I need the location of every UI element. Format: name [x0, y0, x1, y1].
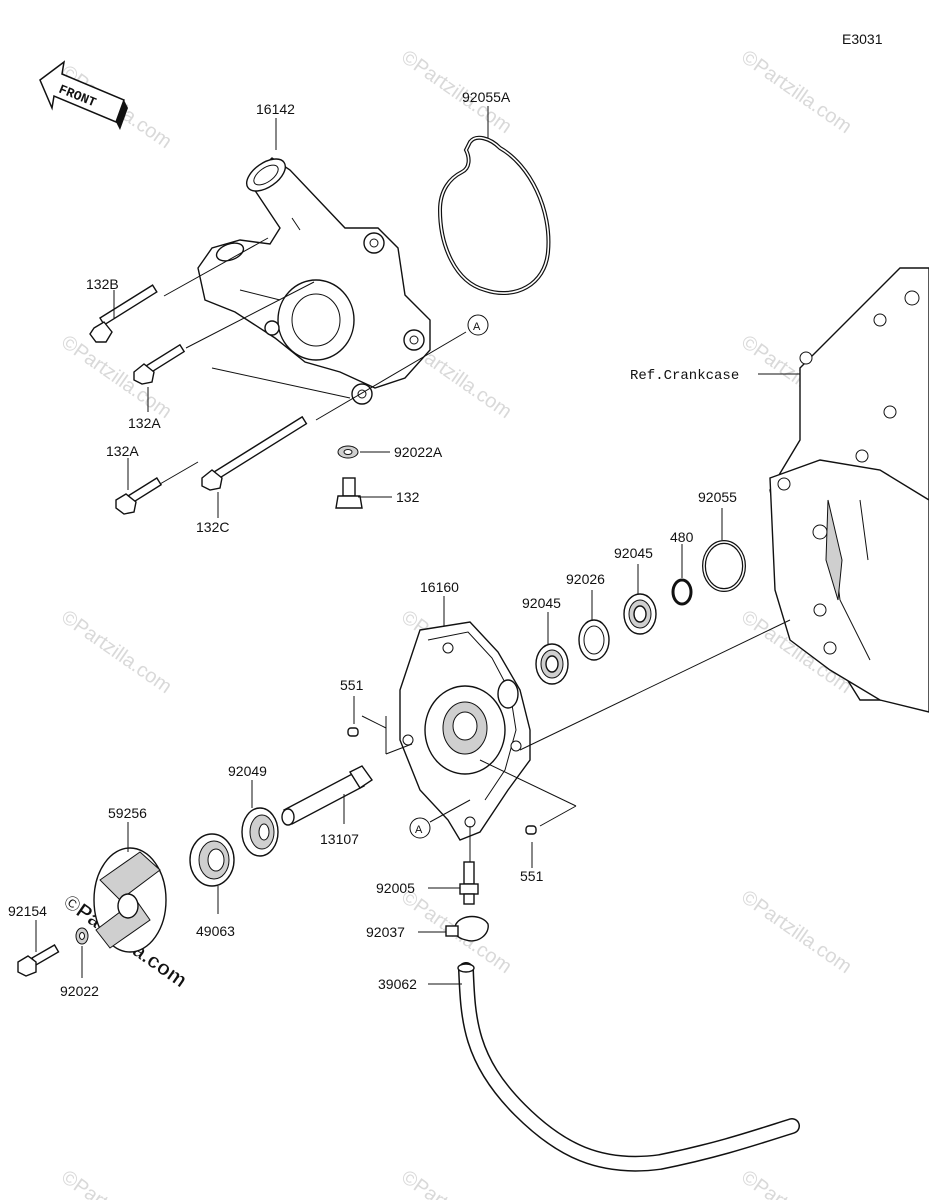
- callout-92055: 92055: [698, 489, 737, 505]
- watermark: ©Partzilla.com: [397, 1166, 515, 1200]
- callout-49063: 49063: [196, 923, 235, 939]
- callout-92037: 92037: [366, 924, 405, 940]
- svg-text:A: A: [415, 824, 423, 836]
- callout-480: 480: [670, 529, 694, 545]
- callout-92005: 92005: [376, 880, 415, 896]
- watermark-layer: ©Partzilla.com ©Partzilla.com ©Partzilla…: [57, 46, 855, 1200]
- bearing-92045-left: [535, 643, 569, 685]
- bolt-132: [335, 477, 363, 509]
- dowel-pin-551-upper: [347, 727, 359, 737]
- callout-39062: 39062: [378, 976, 417, 992]
- callout-59256: 59256: [108, 805, 147, 821]
- ref-marker-a-lower: A: [409, 817, 431, 839]
- front-arrow-icon: FRONT: [39, 60, 128, 130]
- watermark: ©Partzilla.com: [57, 1166, 175, 1200]
- leader-lines-lower: [35, 508, 791, 985]
- callout-551: 551: [520, 868, 544, 884]
- impeller-59256: [93, 847, 167, 953]
- callout-92022A: 92022A: [394, 444, 443, 460]
- callout-92045: 92045: [614, 545, 653, 561]
- seal-92026: [578, 619, 610, 661]
- bolt-92154: [17, 944, 60, 977]
- callout-92049: 92049: [228, 763, 267, 779]
- bolt-132C: [201, 415, 308, 491]
- hose-clamp-92037: [445, 915, 489, 942]
- leader-lines-upper: [113, 106, 489, 518]
- callout-92055A: 92055A: [462, 89, 511, 105]
- bolt-132A-lower: [115, 477, 163, 515]
- callout-132A: 132A: [128, 415, 161, 431]
- watermark: ©Partzilla.com: [57, 606, 175, 698]
- part-labels: 16142 92055A 132B 132A 132A 132C 92022A …: [8, 89, 739, 999]
- callout-132C: 132C: [196, 519, 229, 535]
- shaft-13107: [281, 765, 373, 826]
- callout-92045: 92045: [522, 595, 561, 611]
- callout-16160: 16160: [420, 579, 459, 595]
- watermark: ©Partzilla.com: [737, 46, 855, 138]
- circlip-480: [671, 578, 693, 606]
- water-pump-cover-16142: [197, 157, 431, 405]
- svg-text:A: A: [473, 321, 481, 333]
- callout-132B: 132B: [86, 276, 119, 292]
- callout-13107: 13107: [320, 831, 359, 847]
- callout-92022: 92022: [60, 983, 99, 999]
- callout-132A: 132A: [106, 443, 139, 459]
- watermark: ©Partzilla.com: [737, 886, 855, 978]
- bolt-132B: [89, 284, 158, 343]
- callout-551: 551: [340, 677, 364, 693]
- washer-92022A: [337, 445, 359, 459]
- watermark: ©Partzilla.com: [57, 331, 175, 423]
- diagram-code: E3031: [842, 31, 883, 47]
- watermark: ©Partzilla.com: [737, 1166, 855, 1200]
- callout-92026: 92026: [566, 571, 605, 587]
- dowel-pin-551-lower: [525, 825, 537, 835]
- bolt-132A-upper: [133, 343, 186, 385]
- o-ring-92055: [702, 540, 746, 592]
- washer-92022: [75, 927, 89, 945]
- pump-housing-16160: [399, 621, 531, 841]
- crankcase-reference: [769, 267, 929, 713]
- ref-marker-a-upper: A: [467, 314, 489, 336]
- fitting-92005: [459, 861, 479, 905]
- callout-ref-crankcase: Ref.Crankcase: [630, 368, 739, 384]
- callout-132: 132: [396, 489, 420, 505]
- callout-16142: 16142: [256, 101, 295, 117]
- seal-92049: [241, 807, 279, 857]
- callout-92154: 92154: [8, 903, 47, 919]
- mechanical-seal-49063: [189, 833, 235, 887]
- bearing-92045-right: [623, 593, 657, 635]
